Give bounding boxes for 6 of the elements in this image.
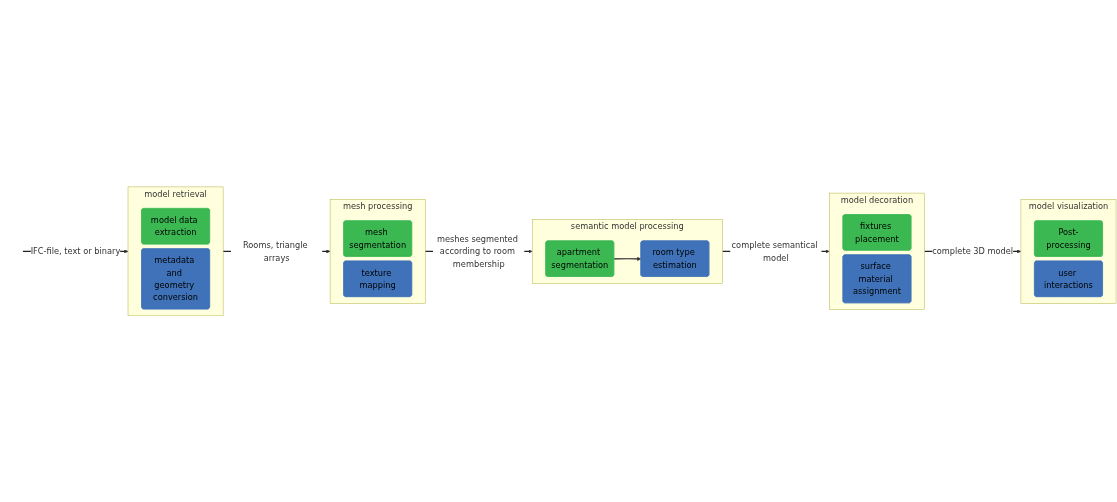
- arrow: [613, 256, 642, 261]
- edge-label: Rooms, triangle arrays: [242, 240, 308, 262]
- edge-label: complete 3D model: [932, 246, 1014, 256]
- edge-label: meshes segmented according to room membership: [436, 233, 518, 269]
- edge-label: complete semantical model: [731, 240, 818, 262]
- edge-label: IFC-file, text or binary: [30, 246, 121, 256]
